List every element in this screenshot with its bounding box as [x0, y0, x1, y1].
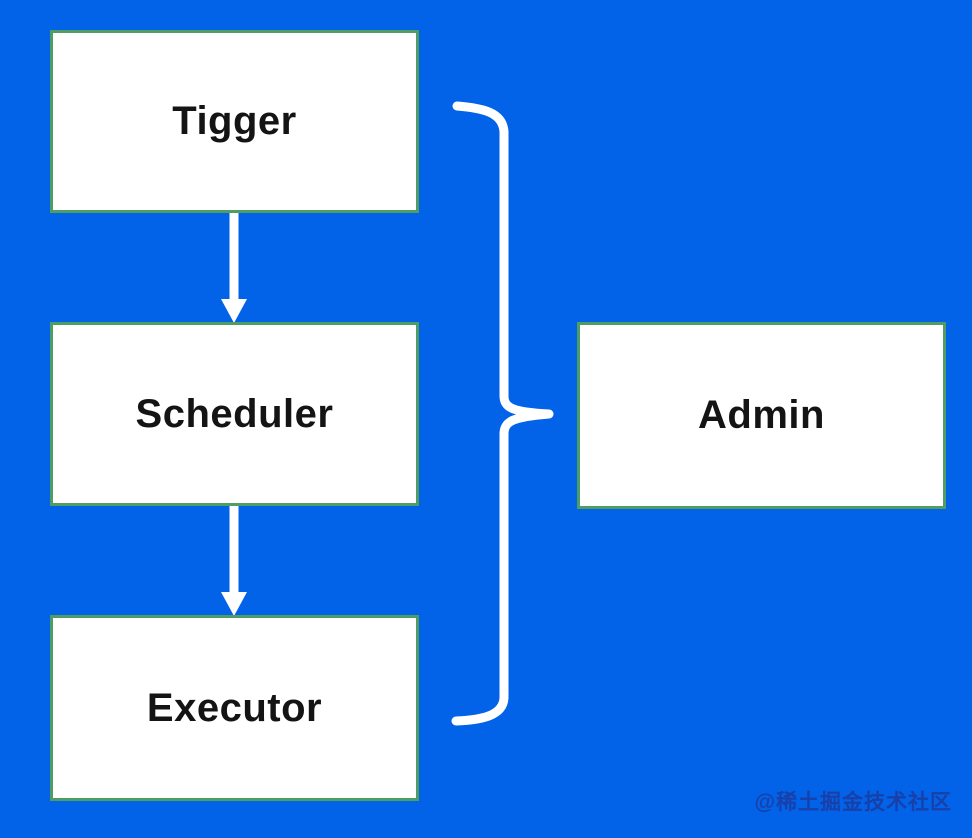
node-admin-label: Admin — [698, 393, 825, 437]
arrow-tigger-to-scheduler — [221, 213, 247, 323]
node-executor: Executor — [50, 615, 419, 801]
watermark-text: @稀土掘金技术社区 — [754, 791, 952, 814]
brace-connector — [451, 101, 554, 726]
node-scheduler-label: Scheduler — [135, 391, 334, 436]
node-executor-label: Executor — [146, 685, 323, 730]
arrow-scheduler-to-executor — [221, 506, 247, 616]
node-scheduler: Scheduler — [50, 322, 419, 506]
node-admin: Admin — [577, 322, 946, 509]
node-tigger-label: Tigger — [172, 99, 297, 143]
node-tigger: Tigger — [50, 30, 419, 213]
